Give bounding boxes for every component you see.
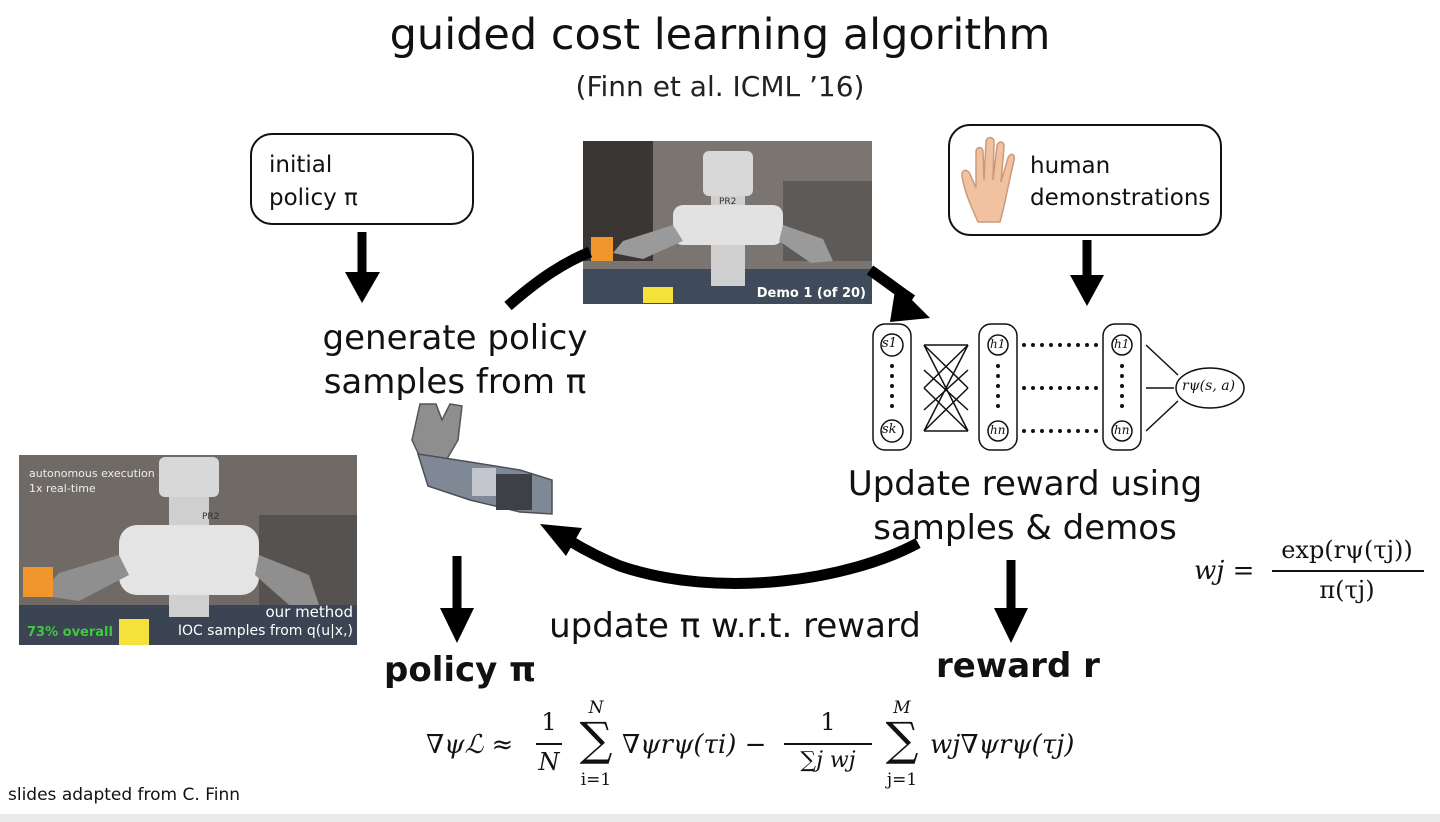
ioc-samples-label: IOC samples from q(u|x,) bbox=[177, 623, 353, 639]
slide-title: guided cost learning algorithm bbox=[389, 10, 1051, 60]
initial-policy-box: initial policy π bbox=[250, 133, 474, 225]
frac1-den: N bbox=[538, 748, 560, 776]
footer-bar bbox=[0, 814, 1440, 822]
sum2-bottom: j=1 bbox=[886, 770, 918, 790]
robot-scene-image bbox=[583, 141, 872, 304]
generate-samples-line2: samples from π bbox=[323, 362, 587, 402]
human-demonstrations-box: human demonstrations bbox=[948, 124, 1222, 236]
execution-line1: autonomous execution bbox=[29, 467, 155, 480]
update-reward-line1: Update reward using bbox=[847, 464, 1203, 504]
demo-video-frame: PR2 Demo 1 (of 20) bbox=[583, 141, 872, 304]
robot-tag: PR2 bbox=[719, 197, 737, 207]
hidden-layer-last bbox=[1102, 323, 1142, 451]
human-demos-line1: human bbox=[1030, 153, 1111, 179]
hidden-last-node-bottom: hn bbox=[1114, 423, 1130, 437]
update-policy-label: update π w.r.t. reward bbox=[549, 606, 921, 646]
frac2-num: 1 bbox=[820, 708, 836, 736]
sum1-bottom: i=1 bbox=[580, 770, 612, 790]
reward-output: reward r bbox=[936, 646, 1100, 686]
hidden-node-bottom: hn bbox=[990, 423, 1006, 437]
gradient-term2: wj∇ψrψ(τj) bbox=[930, 730, 1075, 760]
robot-execution-image bbox=[19, 455, 357, 645]
frac1-num: 1 bbox=[541, 708, 557, 736]
hidden-last-node-top: h1 bbox=[1114, 337, 1130, 351]
human-demos-line2: demonstrations bbox=[1030, 185, 1211, 211]
execution-line2: 1x real-time bbox=[29, 482, 96, 495]
frac2-den: ∑j wj bbox=[800, 748, 856, 773]
initial-policy-line2: policy π bbox=[269, 185, 358, 211]
sum2-top: M bbox=[893, 698, 911, 718]
our-method-label: our method bbox=[265, 603, 353, 621]
execution-video-frame: autonomous execution 1x real-time PR2 ou… bbox=[19, 455, 357, 645]
input-node-top: s1 bbox=[882, 336, 897, 351]
policy-output: policy π bbox=[384, 650, 537, 690]
gradient-term1: ∇ψrψ(τi) − bbox=[622, 730, 767, 760]
weight-formula-numerator: exp(rψ(τj)) bbox=[1281, 536, 1413, 564]
demo-caption: Demo 1 (of 20) bbox=[756, 286, 866, 301]
weight-formula-lhs: wj = bbox=[1194, 556, 1255, 586]
frac1-bar bbox=[536, 743, 562, 745]
input-node-bottom: sk bbox=[882, 422, 897, 437]
output-node-label: rψ(s, a) bbox=[1182, 378, 1236, 394]
hidden-layer-first bbox=[978, 323, 1018, 451]
initial-policy-line1: initial bbox=[269, 152, 333, 178]
weight-formula-denominator: π(τj) bbox=[1319, 576, 1375, 604]
overall-score: 73% overall bbox=[27, 625, 113, 640]
hidden-node-top: h1 bbox=[990, 337, 1006, 351]
footnote: slides adapted from C. Finn bbox=[8, 785, 241, 805]
sum1-top: N bbox=[588, 698, 604, 718]
sum2-sigma: ∑ bbox=[885, 712, 919, 766]
weight-fraction-bar bbox=[1272, 570, 1424, 572]
gradient-lhs: ∇ψℒ ≈ bbox=[426, 730, 514, 760]
slide-subtitle: (Finn et al. ICML ’16) bbox=[575, 70, 865, 103]
execution-robot-tag: PR2 bbox=[202, 512, 220, 522]
hand-icon bbox=[961, 136, 1016, 223]
update-reward-line2: samples & demos bbox=[873, 508, 1177, 548]
frac2-bar bbox=[784, 743, 872, 745]
generate-samples-line1: generate policy bbox=[322, 318, 588, 358]
input-layer bbox=[872, 323, 912, 451]
output-node bbox=[1175, 367, 1245, 409]
sum1-sigma: ∑ bbox=[579, 712, 613, 766]
